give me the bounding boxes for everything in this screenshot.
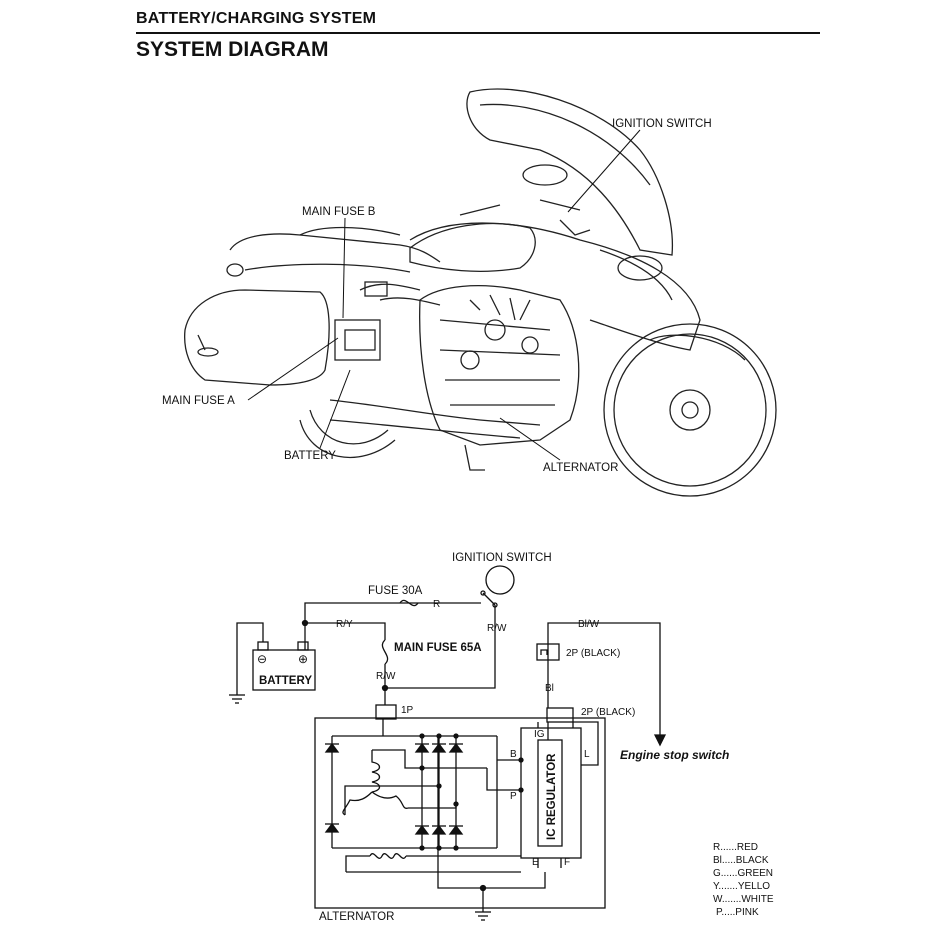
stator-windings	[342, 749, 457, 816]
wire-label-bl: Bl	[545, 683, 554, 694]
battery-negative-terminal: ⊖	[257, 652, 267, 666]
legend-item: Y.......YELLO	[713, 881, 770, 892]
callout-main-fuse-a: MAIN FUSE A	[162, 395, 235, 407]
wire-label-r-w-switch: R/W	[487, 623, 507, 634]
color-legend: R......RED Bl.....BLACK G......GREEN Y..…	[713, 842, 774, 918]
legend-item: R......RED	[713, 842, 758, 853]
main-fuse-a-leader	[247, 337, 339, 401]
terminal-f: F	[564, 857, 570, 868]
callout-ignition-switch: IGNITION SWITCH	[612, 118, 712, 130]
main-fuse-65a-label: MAIN FUSE 65A	[394, 642, 482, 654]
section-title: BATTERY/CHARGING SYSTEM	[136, 10, 377, 27]
engine-stop-switch-label: Engine stop switch	[620, 748, 729, 762]
field-coil	[345, 853, 521, 873]
legend-item: Bl.....BLACK	[713, 855, 769, 866]
terminal-l: L	[584, 749, 590, 760]
main-fuse-b-leader	[342, 217, 346, 319]
battery-symbol	[252, 649, 316, 691]
battery-label: BATTERY	[259, 675, 312, 687]
terminal-e: E	[532, 857, 539, 868]
header-divider	[136, 32, 820, 34]
main-fuse-65a-symbol	[381, 639, 389, 665]
wire-label-r-w-fuse: R/W	[376, 671, 396, 682]
connector-1p-label: 1P	[401, 705, 414, 716]
page-header: BATTERY/CHARGING SYSTEM SYSTEM DIAGRAM	[0, 0, 944, 70]
callout-main-fuse-b: MAIN FUSE B	[302, 206, 376, 218]
wiring-schematic	[229, 565, 667, 921]
connector-2p-reg	[546, 707, 574, 723]
terminal-ig: IG	[534, 729, 545, 740]
illustration-callouts	[247, 129, 641, 461]
legend-item: G......GREEN	[713, 868, 773, 879]
legend-item: P.....PINK	[716, 907, 759, 918]
fuse-30a-symbol	[399, 599, 419, 607]
page-title: SYSTEM DIAGRAM	[136, 38, 329, 61]
wire-label-r: R	[433, 599, 440, 610]
motorcycle-illustration	[184, 88, 777, 497]
connector-2p-reg-label: 2P (BLACK)	[581, 707, 635, 718]
ic-regulator-label: IC REGULATOR	[546, 753, 558, 840]
alternator-housing	[314, 717, 606, 909]
battery-leader	[319, 369, 351, 449]
legend-item: W.......WHITE	[713, 894, 774, 905]
ic-regulator-box	[520, 727, 582, 859]
wire-label-r-y: R/Y	[336, 619, 353, 630]
alternator-label: ALTERNATOR	[319, 911, 394, 923]
callout-battery: BATTERY	[284, 450, 336, 462]
ignition-switch-symbol	[485, 565, 515, 595]
alternator-leader	[499, 417, 561, 461]
battery-positive-terminal: ⊕	[298, 652, 308, 666]
terminal-b: B	[510, 749, 517, 760]
fuse-30a-label: FUSE 30A	[368, 585, 423, 597]
rectifier-diodes	[324, 742, 464, 835]
terminal-p: P	[510, 791, 517, 802]
ignition-switch-leader	[567, 129, 641, 213]
connector-1p	[375, 704, 397, 720]
wire-label-bl-w: Bl/W	[578, 619, 600, 630]
callout-alternator: ALTERNATOR	[543, 462, 618, 474]
schematic-ignition-switch-label: IGNITION SWITCH	[452, 552, 552, 564]
connector-2p-top-label: 2P (BLACK)	[566, 648, 620, 659]
